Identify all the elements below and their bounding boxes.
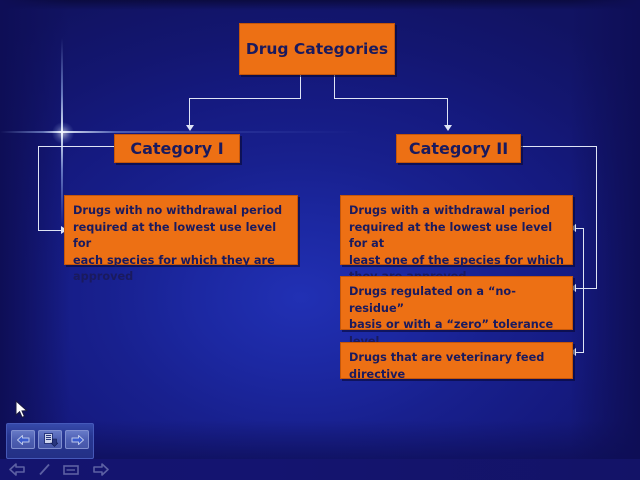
status-slide-button[interactable]	[63, 463, 80, 476]
connector-root-right-stem	[334, 75, 335, 98]
slideshow-status-bar[interactable]	[0, 459, 640, 480]
connector-root-to-cat2-horizontal	[334, 98, 448, 99]
status-forward-button[interactable]	[92, 463, 109, 476]
node-category-two-detail-1[interactable]: Drugs with a withdrawal period required …	[340, 195, 573, 283]
connector-cat2-branch-3	[576, 352, 584, 353]
status-pen-button[interactable]	[38, 463, 51, 476]
connector-cat2-bus-entry	[583, 288, 597, 289]
slideshow-toolbar[interactable]	[6, 423, 94, 459]
connector-cat2-out-horizontal	[521, 146, 597, 147]
connector-cat1-in-horizontal	[38, 230, 64, 231]
connector-cat2-out-vertical	[596, 146, 597, 288]
connector-arrowhead-cat2-detail-2	[570, 284, 576, 292]
connector-arrowhead-cat2-detail-3	[570, 348, 576, 356]
slide-icon	[63, 465, 79, 475]
connector-arrowhead-cat1	[186, 125, 194, 131]
node-category-one[interactable]: Category I	[114, 134, 240, 163]
connector-cat1-out-vertical	[38, 146, 39, 230]
status-back-button[interactable]	[9, 463, 26, 476]
background-right-shade	[570, 0, 640, 480]
connector-cat1-drop	[189, 98, 190, 126]
node-category-two[interactable]: Category II	[396, 134, 521, 163]
connector-arrowhead-cat2	[444, 125, 452, 131]
previous-slide-button[interactable]	[11, 430, 35, 449]
node-drug-categories[interactable]: Drug Categories	[239, 23, 395, 75]
slideshow-menu-button[interactable]	[38, 430, 62, 449]
background-left-shade	[0, 0, 70, 480]
connector-root-left-stem	[300, 75, 301, 98]
connector-cat2-branch-2	[576, 288, 584, 289]
connector-cat2-branch-1	[576, 228, 584, 229]
connector-arrowhead-cat2-detail-1	[570, 224, 576, 232]
next-slide-button[interactable]	[65, 430, 89, 449]
slide-menu-icon	[43, 432, 58, 447]
arrow-left-icon	[16, 434, 29, 445]
node-category-two-detail-3[interactable]: Drugs that are veterinary feed directive	[340, 342, 573, 381]
node-category-one-detail[interactable]: Drugs with no withdrawal period required…	[64, 195, 298, 283]
connector-root-to-cat1-horizontal	[189, 98, 301, 99]
arrow-right-icon	[71, 434, 84, 445]
arrow-right-icon	[93, 463, 109, 476]
connector-cat1-out-horizontal	[38, 146, 114, 147]
connector-cat2-bus-vertical	[583, 228, 584, 352]
mouse-cursor-icon	[15, 399, 29, 420]
background-top-shade	[0, 0, 640, 10]
arrow-left-icon	[9, 463, 25, 476]
connector-cat2-drop	[447, 98, 448, 126]
pen-icon	[39, 463, 50, 476]
node-category-two-detail-2[interactable]: Drugs regulated on a “no-residue” basis …	[340, 276, 573, 381]
